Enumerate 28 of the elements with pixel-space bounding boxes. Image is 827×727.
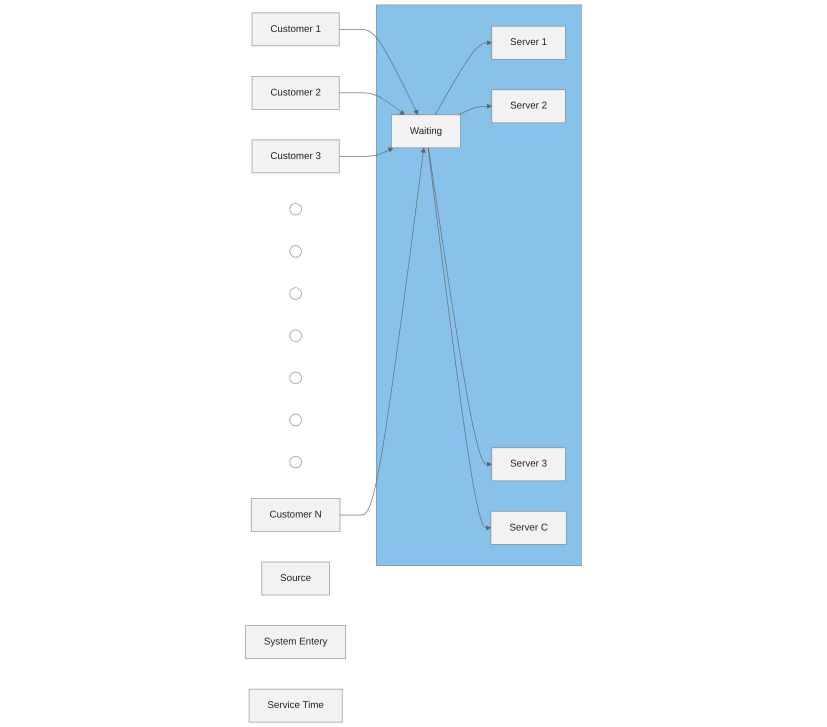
arrow (428, 148, 492, 531)
node-box: Customer N (250, 498, 340, 532)
node-circle (290, 414, 302, 426)
node-box: Server 2 (492, 90, 566, 124)
node-box: Customer 3 (252, 140, 340, 174)
arrow (458, 104, 492, 116)
arrow (338, 148, 394, 157)
node-box: Service Time (248, 688, 342, 722)
node-circle (290, 245, 302, 258)
node-circle (290, 372, 302, 384)
node-box: Server 3 (492, 448, 566, 482)
node-box: Customer 2 (252, 76, 340, 110)
arrow (428, 148, 492, 467)
arrow (340, 148, 426, 516)
node-circle (290, 203, 302, 216)
node-box: Customer 1 (252, 12, 340, 46)
node-box: Server 1 (492, 26, 566, 60)
cluster (376, 4, 582, 566)
node-circle (290, 287, 302, 300)
arrow (338, 29, 418, 116)
node-box: Source (262, 562, 330, 596)
node-box: Waiting (391, 114, 461, 148)
arrow (434, 40, 492, 116)
node-circle (290, 456, 302, 468)
node-circle (290, 330, 302, 342)
node-box: Server C (490, 511, 566, 545)
node-box: System Entery (245, 625, 346, 659)
arrow (338, 92, 405, 116)
